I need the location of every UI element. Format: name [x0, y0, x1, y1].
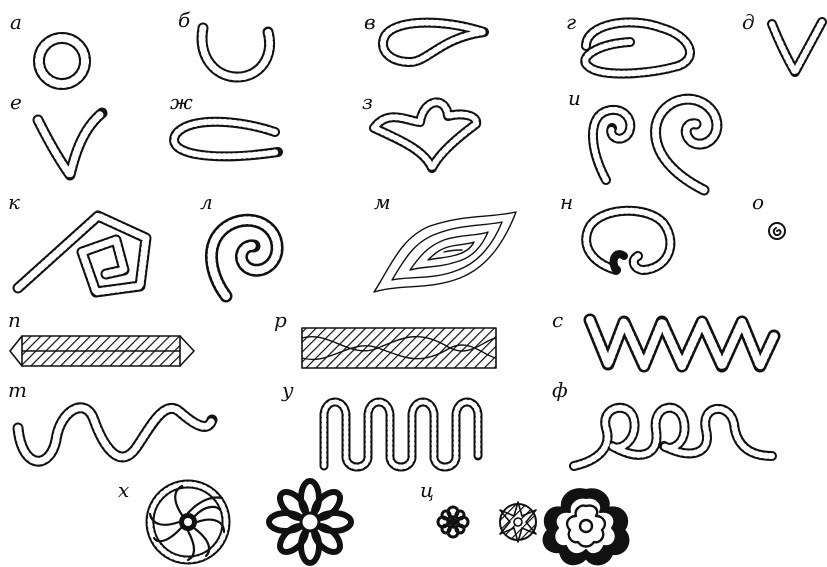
label-a: а — [10, 12, 22, 32]
shape-f-loops — [574, 408, 772, 466]
label-d: д — [742, 12, 755, 32]
shape-o-small-spiral — [769, 223, 785, 239]
label-h: х — [118, 480, 129, 500]
label-o: о — [752, 192, 764, 212]
shape-r-braid — [302, 328, 496, 368]
shape-u-meander — [324, 402, 478, 467]
label-p: п — [8, 310, 21, 330]
shape-d-v — [772, 22, 822, 72]
shape-l-spiral — [211, 220, 277, 296]
shape-a-ring — [39, 38, 85, 84]
label-u: у — [282, 380, 294, 400]
shape-s-spring — [590, 320, 774, 366]
label-z: з — [362, 92, 373, 112]
label-v: в — [364, 12, 376, 32]
shape-zh-loop — [174, 122, 278, 157]
label-t: т — [8, 380, 27, 400]
label-zh: ж — [170, 92, 193, 112]
label-e: е — [10, 92, 22, 112]
label-n: н — [560, 192, 573, 212]
shape-z-heart — [374, 102, 476, 168]
label-s: с — [552, 310, 563, 330]
shape-n-scroll — [586, 211, 670, 270]
shape-m-leaf — [374, 212, 516, 292]
label-ts: ц — [420, 480, 434, 500]
label-g: г — [566, 12, 576, 32]
shape-v-teardrop — [383, 23, 484, 62]
shape-ts-starburst — [500, 502, 536, 542]
shape-g-loop — [585, 22, 690, 73]
shape-t-wave — [18, 408, 212, 461]
shape-h-daisy — [269, 481, 351, 563]
label-r: р — [274, 310, 287, 330]
label-f: ф — [552, 380, 568, 400]
label-m: м — [374, 192, 391, 212]
label-b: б — [178, 10, 190, 30]
label-l: л — [200, 192, 213, 212]
shape-b-arc — [202, 28, 270, 77]
shape-i-spirals — [593, 99, 717, 190]
shape-k-square-spiral — [18, 216, 146, 292]
shape-e-v — [38, 113, 102, 175]
label-k: к — [8, 192, 20, 212]
shape-ts-large-flower — [544, 489, 629, 564]
label-i: и — [568, 88, 581, 108]
shape-p-herringbone — [10, 336, 194, 366]
shape-h-rosette — [150, 484, 226, 560]
shape-ts-small-flower — [438, 507, 468, 537]
